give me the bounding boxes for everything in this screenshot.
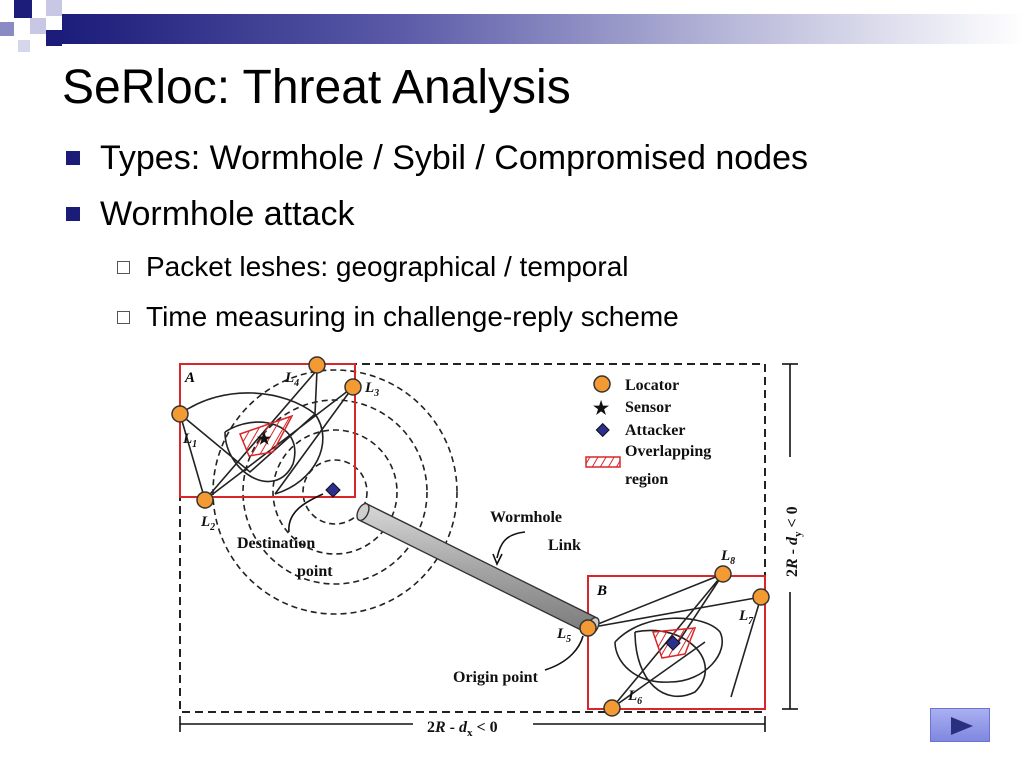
locator-label-l3: L3	[364, 380, 379, 399]
sub-bullet-item: Packet leshes: geographical / temporal	[117, 250, 629, 284]
attacker-destination	[325, 482, 341, 498]
legend-attacker: Attacker	[625, 422, 685, 439]
region-b-box	[587, 575, 766, 710]
title-bar-gradient	[62, 14, 1024, 44]
play-triangle-icon	[951, 717, 973, 735]
origin-label: Origin point	[453, 669, 539, 686]
hollow-square-bullet-icon	[117, 311, 130, 324]
sensor-star-a: ★	[257, 431, 272, 448]
locator-label-l7: L7	[738, 608, 754, 627]
hollow-square-bullet-icon	[117, 261, 130, 274]
bullet-text: Wormhole attack	[100, 195, 355, 233]
legend-overlapping: Overlapping	[625, 443, 711, 460]
region-b-label: B	[596, 583, 607, 599]
dimension-x	[179, 716, 766, 732]
locator-label-l1: L1	[182, 431, 197, 450]
bullet-list: Types: Wormhole / Sybil / Compromised no…	[0, 0, 1024, 360]
locator-label-l8: L8	[720, 548, 735, 567]
locator-legend-icon	[593, 375, 611, 393]
overlap-legend-icon	[585, 456, 621, 468]
locator-label-l2: L2	[200, 514, 215, 533]
sub-bullet-text: Packet leshes: geographical / temporal	[146, 251, 629, 282]
locator-nodes	[171, 356, 770, 717]
wormhole-label: Wormhole	[490, 509, 562, 526]
legend: Locator ★ Sensor Attacker Overlapping re…	[585, 375, 711, 488]
legend-sensor: Sensor	[625, 399, 671, 416]
region-a-label: A	[184, 370, 195, 386]
range-circles	[212, 369, 458, 615]
locator-label-l5: L5	[556, 626, 571, 645]
overlap-region-a	[239, 414, 294, 457]
square-bullet-icon	[66, 207, 80, 221]
dimension-y-label: 2R - dy < 0	[784, 506, 804, 577]
bullet-text: Types: Wormhole / Sybil / Compromised no…	[100, 139, 808, 177]
sub-bullet-item: Time measuring in challenge-reply scheme	[117, 300, 679, 334]
destination-label: Destination	[237, 535, 315, 552]
sub-bullet-text: Time measuring in challenge-reply scheme	[146, 301, 679, 332]
link-label: Link	[548, 537, 581, 554]
locator-label-l6: L6	[627, 688, 642, 707]
wormhole-link	[356, 502, 600, 636]
bullet-item: Wormhole attack	[66, 194, 355, 234]
destination-point-label: point	[297, 563, 333, 580]
dimension-x-label: 2R - dx < 0	[427, 719, 498, 739]
sensor-legend-icon: ★	[593, 398, 610, 418]
slide-title: SeRloc: Threat Analysis	[62, 61, 571, 114]
attacker-origin	[665, 635, 681, 651]
corner-decoration	[0, 0, 70, 62]
next-slide-button[interactable]	[930, 708, 990, 742]
legend-locator: Locator	[625, 377, 679, 394]
legend-region: region	[625, 471, 668, 488]
network-area-boundary	[179, 363, 766, 713]
dimension-y	[782, 363, 798, 710]
square-bullet-icon	[66, 151, 80, 165]
wormhole-diagram: A ★ B L1 L2 L3 L4 L5 L6 L7 L8 Loca	[171, 356, 804, 739]
locator-label-l4: L4	[284, 370, 299, 389]
bullet-item: Types: Wormhole / Sybil / Compromised no…	[66, 138, 808, 178]
region-a-box	[179, 363, 356, 498]
attacker-legend-icon	[595, 422, 610, 438]
